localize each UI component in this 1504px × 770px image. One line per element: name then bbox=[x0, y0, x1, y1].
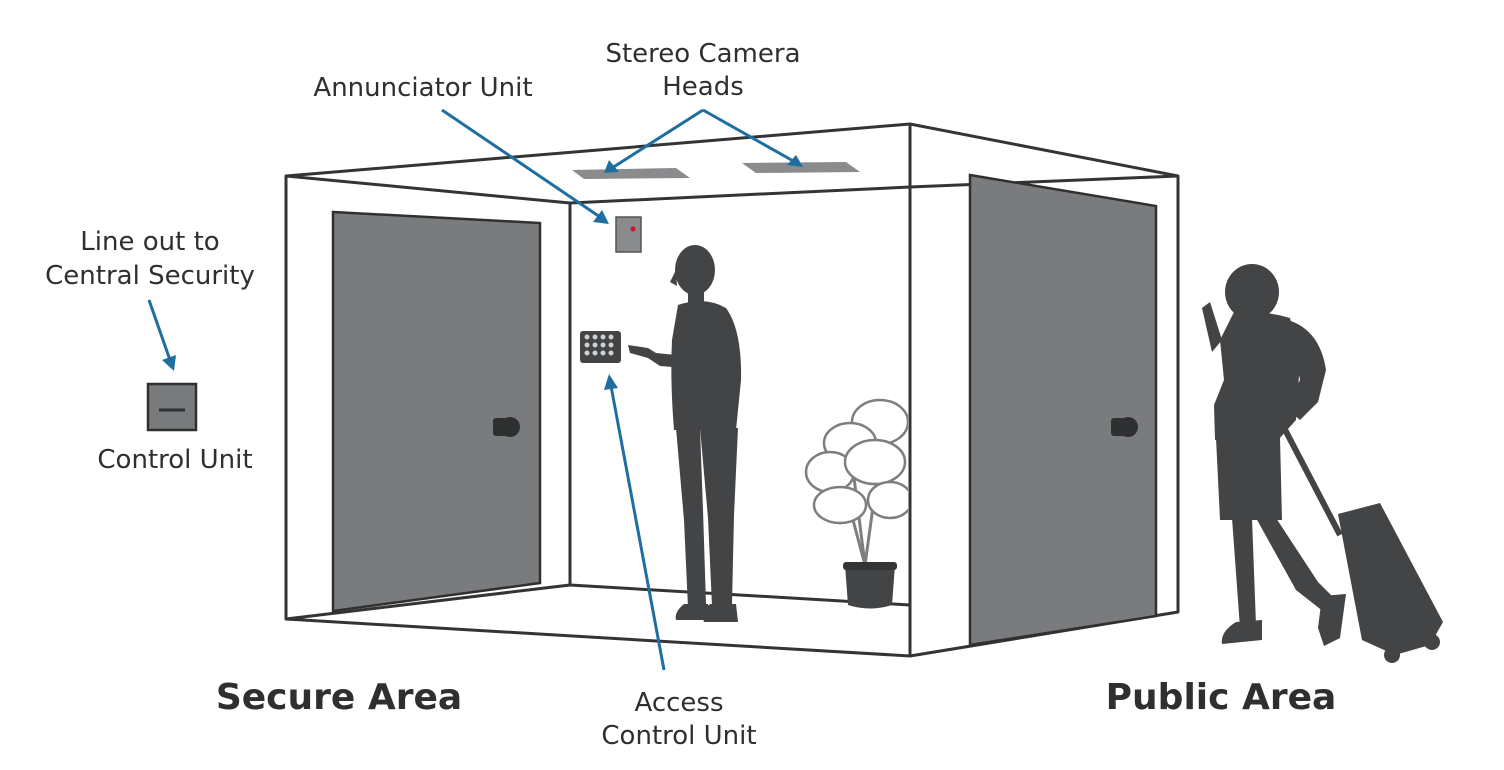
control-box-icon bbox=[146, 382, 198, 432]
public-door bbox=[968, 173, 1158, 647]
annunciator-label: Annunciator Unit bbox=[313, 73, 532, 103]
secure-area-label: Secure Area bbox=[216, 677, 462, 718]
potted-plant-icon bbox=[804, 398, 908, 609]
control-unit-label: Control Unit bbox=[97, 445, 252, 475]
line-out-label-line2: Central Security bbox=[45, 261, 255, 291]
stereo-camera-head bbox=[742, 162, 860, 173]
line-out-label-line1: Line out to bbox=[80, 227, 219, 257]
stereo-camera-label-line1: Stereo Camera bbox=[605, 39, 800, 69]
secure-door bbox=[331, 210, 542, 613]
stereo-camera-label-line2: Heads bbox=[662, 72, 744, 102]
access-control-label-line1: Access bbox=[634, 688, 723, 718]
access-control-label-line2: Control Unit bbox=[601, 721, 756, 751]
man-silhouette-icon bbox=[628, 245, 742, 622]
stereo-camera-head bbox=[572, 168, 690, 179]
callout-arrows bbox=[147, 108, 803, 671]
public-area-label: Public Area bbox=[1106, 677, 1337, 718]
booth-frame bbox=[284, 122, 1180, 658]
annunciator-box-icon bbox=[615, 216, 642, 253]
woman-with-luggage-silhouette-icon bbox=[1202, 264, 1443, 663]
keypad-grid-icon bbox=[580, 331, 621, 363]
